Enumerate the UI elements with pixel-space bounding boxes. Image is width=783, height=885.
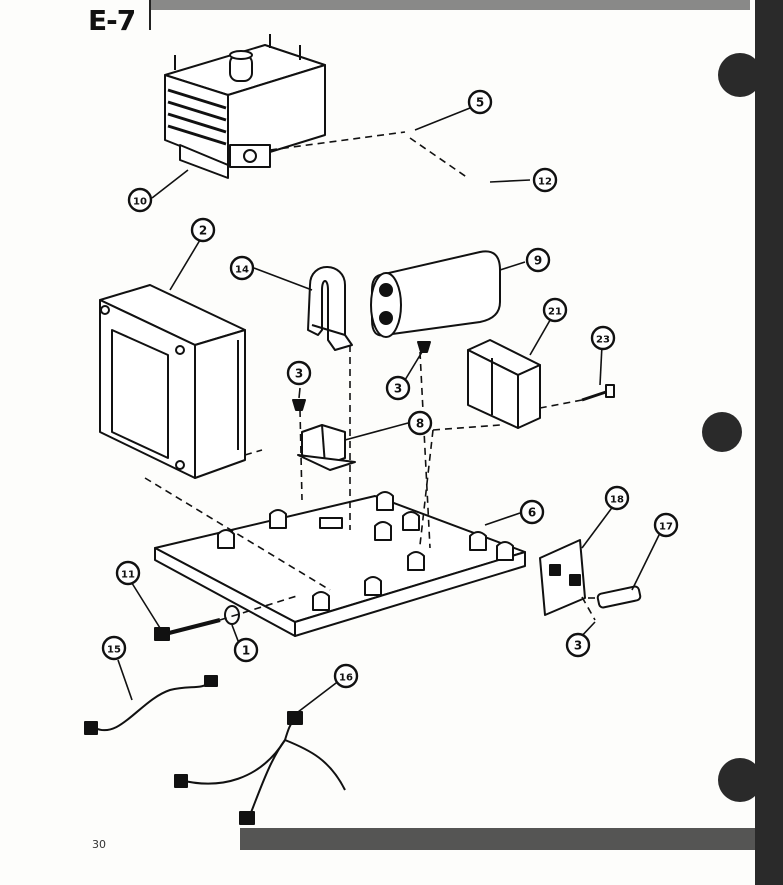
callout-label: 1 [242,644,250,658]
leader-lines [117,107,661,713]
wire-harness-16 [174,711,346,825]
callout-circle [653,512,679,538]
callout-label: 8 [416,417,424,431]
callout-6: 6 [519,499,545,525]
callout-circle [604,485,630,511]
washer-part [224,605,240,625]
page-identifier: E-7 [88,4,136,37]
callout-label: 10 [133,197,147,208]
callout-3: 3 [385,375,411,401]
callout-circle [565,632,591,658]
callout-circle [590,325,616,351]
scan-noise [149,0,783,885]
callout-circle [190,217,216,243]
callout-label: 16 [339,673,353,684]
callout-circle [233,637,259,663]
callout-label: 3 [574,639,582,653]
callout-label: 17 [659,522,673,533]
callout-5: 5 [467,89,493,115]
callout-label: 21 [548,307,562,318]
callout-label: 9 [534,254,542,268]
bolt-part [154,618,221,641]
right-edge-shadow [755,0,783,885]
assembly-lines [144,131,600,621]
footer-mark: 30 [92,838,106,851]
base-plate-part [154,491,526,637]
circuit-board-part [539,539,586,616]
callout-9: 9 [525,247,551,273]
screw-3-left [292,399,306,411]
callout-17: 17 [653,512,679,538]
fuse-part [596,585,642,609]
callout-circle [333,663,359,689]
magnetron-part [164,34,326,179]
screw-3-center [417,341,431,353]
callout-circle [519,499,545,525]
relay-part-8 [297,424,356,471]
binder-hole-top [718,53,762,97]
callout-label: 11 [121,570,135,581]
callout-label: 14 [235,265,249,276]
top-edge-shadow [150,0,750,10]
callout-label: 6 [528,506,536,520]
screw-23 [581,384,615,402]
callout-label: 23 [596,335,610,346]
callout-circle [532,167,558,193]
capacitor-bracket-part [307,266,353,351]
callout-circle [525,247,551,273]
bottom-edge-shadow [240,828,760,850]
callout-3: 3 [565,632,591,658]
callout-11: 11 [115,560,141,586]
callout-label: 3 [394,382,402,396]
wire-harness-15 [84,675,218,735]
callout-8: 8 [407,410,433,436]
callout-15: 15 [101,635,127,661]
callout-label: 18 [610,495,624,506]
callout-2: 2 [190,217,216,243]
callout-label: 3 [295,367,303,381]
binder-hole-middle [702,412,742,452]
transformer-part [99,284,246,479]
callout-circle [407,410,433,436]
callout-10: 10 [127,187,153,213]
callout-circle [127,187,153,213]
callout-circle [229,255,255,281]
callout-circle [101,635,127,661]
capacitor-part [370,250,501,338]
callout-circle [385,375,411,401]
callout-circle [542,297,568,323]
callout-label: 15 [107,645,121,656]
callout-18: 18 [604,485,630,511]
callout-label: 12 [538,177,552,188]
filament-transformer-part [467,339,541,429]
callout-21: 21 [542,297,568,323]
callout-23: 23 [590,325,616,351]
callout-label: 5 [476,96,484,110]
callout-16: 16 [333,663,359,689]
callout-3: 3 [286,360,312,386]
callout-label: 2 [199,224,207,238]
callout-1: 1 [233,637,259,663]
binder-hole-bottom [718,758,762,802]
callout-circle [115,560,141,586]
callout-circle [286,360,312,386]
callout-14: 14 [229,255,255,281]
callout-circle [467,89,493,115]
callout-12: 12 [532,167,558,193]
